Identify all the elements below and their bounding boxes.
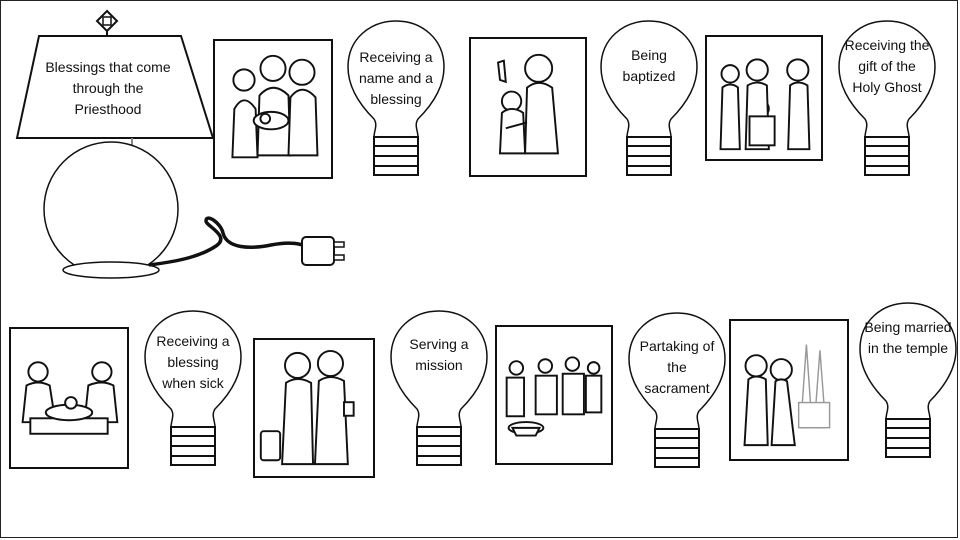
bulb-label: Receiving a blessing when sick (156, 333, 230, 391)
picture-confirmation (705, 35, 823, 161)
missionaries-illustration (259, 349, 355, 466)
light-bulb-icon (600, 20, 698, 176)
blessing-sick-illustration (21, 361, 119, 435)
bulb-label: Receiving the gift of the Holy Ghost (844, 37, 930, 95)
light-bulb-icon (628, 312, 726, 468)
electric-plug-icon (301, 236, 345, 266)
family-with-baby-illustration (231, 54, 319, 159)
bulb-name-and-blessing: Receiving a name and a blessing (346, 19, 446, 179)
confirmation-illustration (719, 58, 811, 151)
picture-missionaries (253, 338, 375, 478)
bulb-mission: Serving a mission (389, 309, 489, 469)
bulb-label: Partaking of the sacrament (639, 338, 715, 396)
light-bulb-icon (838, 20, 936, 176)
bulb-baptized: Being baptized (599, 19, 699, 179)
light-bulb-icon (347, 20, 445, 176)
bulb-sacrament: Partaking of the sacrament (627, 311, 727, 471)
bulb-label: Serving a mission (409, 336, 469, 373)
picture-temple-marriage (729, 319, 849, 461)
picture-naming-blessing (213, 39, 333, 179)
lamp-shade-title: Blessings that come through the Priestho… (45, 59, 171, 117)
picture-blessing-sick (9, 327, 129, 469)
table-lamp-icon (15, 9, 345, 279)
bulb-label: Being married in the temple (864, 319, 952, 356)
bulb-temple-marriage: Being married in the temple (858, 301, 958, 461)
bulb-label: Being baptized (622, 47, 676, 84)
light-bulb-icon (390, 310, 488, 466)
picture-baptism (469, 37, 587, 177)
bulb-label: Receiving a name and a blessing (359, 49, 433, 107)
sacrament-illustration (505, 356, 603, 437)
bulb-blessing-when-sick: Receiving a blessing when sick (143, 309, 243, 469)
light-bulb-icon (144, 310, 242, 466)
bulb-holy-ghost: Receiving the gift of the Holy Ghost (837, 19, 937, 179)
picture-sacrament (495, 325, 613, 465)
baptism-illustration (497, 53, 560, 155)
temple-wedding-illustration (743, 344, 831, 447)
light-bulb-icon (859, 302, 957, 458)
